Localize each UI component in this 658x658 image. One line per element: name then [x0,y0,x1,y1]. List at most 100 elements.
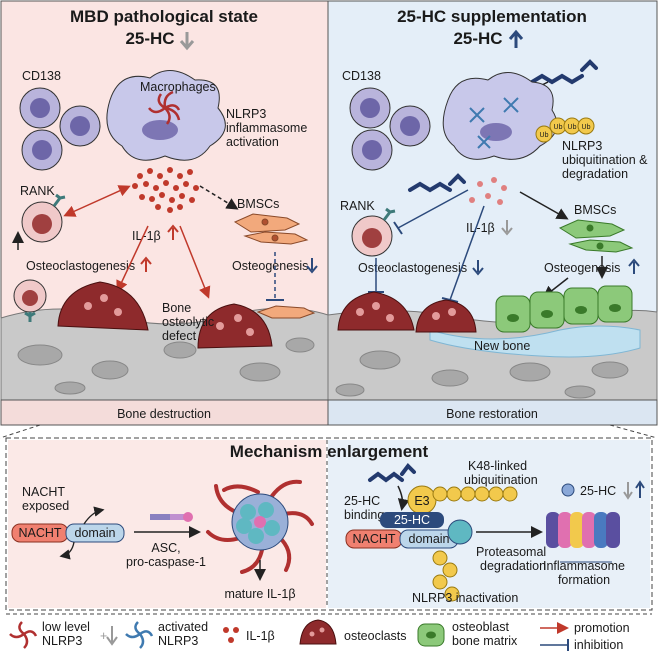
right-hc-label: 25-HC [453,29,502,48]
left-title: MBD pathological state [70,7,258,26]
rank-cell-right [351,207,396,257]
ub-label-4: Ub [582,124,591,131]
hc-molecule-mech [368,462,416,483]
rank-precursor-left [13,279,47,322]
hc-trend-label: 25-HC [580,484,616,498]
bmscs-right [558,219,634,253]
legend-osteoclast-icon [299,619,337,645]
cd138-cells-left [19,87,101,171]
nlrp3-lrr-right [447,519,473,545]
il1b-osteoclast-arrow-1 [116,225,149,293]
legend-promotion-label: promotion [574,621,630,635]
rank-il1b-arrow [63,185,131,217]
defect-line3: defect [162,329,197,343]
nacht-flex-arrow-2 [59,541,75,560]
legend-osteoblast-nucleus [426,631,436,639]
bmsc-bone-left [256,305,316,319]
ub-label-3: Ub [568,124,577,131]
k48-line2: ubiquitination [464,473,538,487]
new-bone-region [429,325,641,358]
domain-label-left: domain [75,526,116,540]
left-footer: Bone destruction [117,407,211,421]
right-title: 25-HC supplementation [397,7,587,26]
left-footer-band [0,399,329,426]
cd138-cells-right [349,87,431,171]
defect-line2: osteolytic [162,315,214,329]
macrophages-label: Macrophages [140,80,216,94]
right-nlrp3-line2: ubiquitination & [562,153,648,167]
legend-low-nlrp3-icon [9,621,38,649]
il1b-dots-left [132,167,199,213]
il1b-dots-right [469,177,507,205]
il1b-bmscs-arrow-right [519,191,569,220]
nacht-exposed-line1: NACHT [22,485,65,499]
right-osteoclastogenesis-down [472,260,484,276]
legend-low-line2: NLRP3 [42,634,82,648]
right-osteogenesis-up [628,258,640,274]
il1b-osteoclast-arrow-2 [179,225,211,299]
right-cd138-label: CD138 [342,69,381,83]
osteoclast-left-1 [57,281,149,331]
ub-chain-mech-top [432,486,518,502]
osteoblasts-right [495,285,633,333]
nacht-label-left: NACHT [18,526,61,540]
proteasome [546,512,620,548]
hc-trend-up [635,480,645,498]
hc-box [380,512,444,528]
left-hc-label: 25-HC [125,29,174,48]
binding-line2: binding [344,508,384,522]
legend-osteoblast-line1: osteoblast [452,620,510,634]
zoom-line-left [0,424,41,439]
left-nlrp3-line1: NLRP3 [226,107,266,121]
new-bone-label: New bone [474,339,530,353]
right-osteogenesis: Osteogenesis [544,261,620,275]
legend-low-line1: low level [42,620,90,634]
right-footer-band [327,399,658,426]
bmscs-left [233,213,309,245]
nacht-label-right: NACHT [352,532,395,546]
inactivation-label: NLRP3 inactivation [412,591,518,605]
ub-chain-mech-bottom [432,550,460,602]
osteoclast-right-2 [415,299,477,333]
inflammasome-wheel [206,479,314,574]
legend-il1b-icon [223,627,239,643]
osteoclast-inhibition-2-bar [441,297,459,303]
left-il1b-label: IL-1β [132,229,161,243]
left-osteoclastogenesis-up [140,256,152,272]
inflammasome-line2: formation [558,573,610,587]
legend-plus: + [100,629,107,643]
right-il1b-label: IL-1β [466,221,495,235]
hc-box-label: 25-HC [394,513,430,527]
proteasomal-line1: Proteasomal [476,545,546,559]
legend-il1b-label: IL-1β [246,629,275,643]
macrophage-left [106,70,226,161]
inflammasome-line1: Inflammasome [543,559,625,573]
mature-il1b-label: mature IL-1β [224,587,295,601]
legend-down-arrow [106,626,118,646]
proteasomal-line2: degradation [480,559,546,573]
left-osteogenesis-down [306,258,318,274]
right-osteoclastogenesis: Osteoclastogenesis [358,261,467,275]
asc-line1: ASC, [151,541,180,555]
right-hc-up-arrow [508,29,524,48]
zoom-line-right [609,424,658,439]
nacht-exposed-line2: exposed [22,499,69,513]
left-bmscs-label: BMSCs [237,197,279,211]
il1b-bmscs-arrow [199,185,239,210]
domain-label-right: domain [409,532,450,546]
right-rank-label: RANK [340,199,375,213]
left-nlrp3-line2: inflammasome [226,121,307,135]
osteoclast-right-1 [337,291,415,331]
il1b-rank-inhibition-bar [393,221,403,235]
left-osteogenesis: Osteogenesis [232,259,308,273]
legend-osteoblast-line2: bone matrix [452,634,518,648]
ub-chain-right: Ub Ub Ub Ub [535,117,595,143]
rank-cell-left [21,193,66,243]
osteoclast-inhibition-2 [449,205,485,301]
left-cd138-label: CD138 [22,69,61,83]
left-osteoclastogenesis: Osteoclastogenesis [26,259,135,273]
legend-activated-nlrp3-icon [125,621,154,649]
binding-arrow [397,485,410,511]
binding-line1: 25-HC [344,494,380,508]
